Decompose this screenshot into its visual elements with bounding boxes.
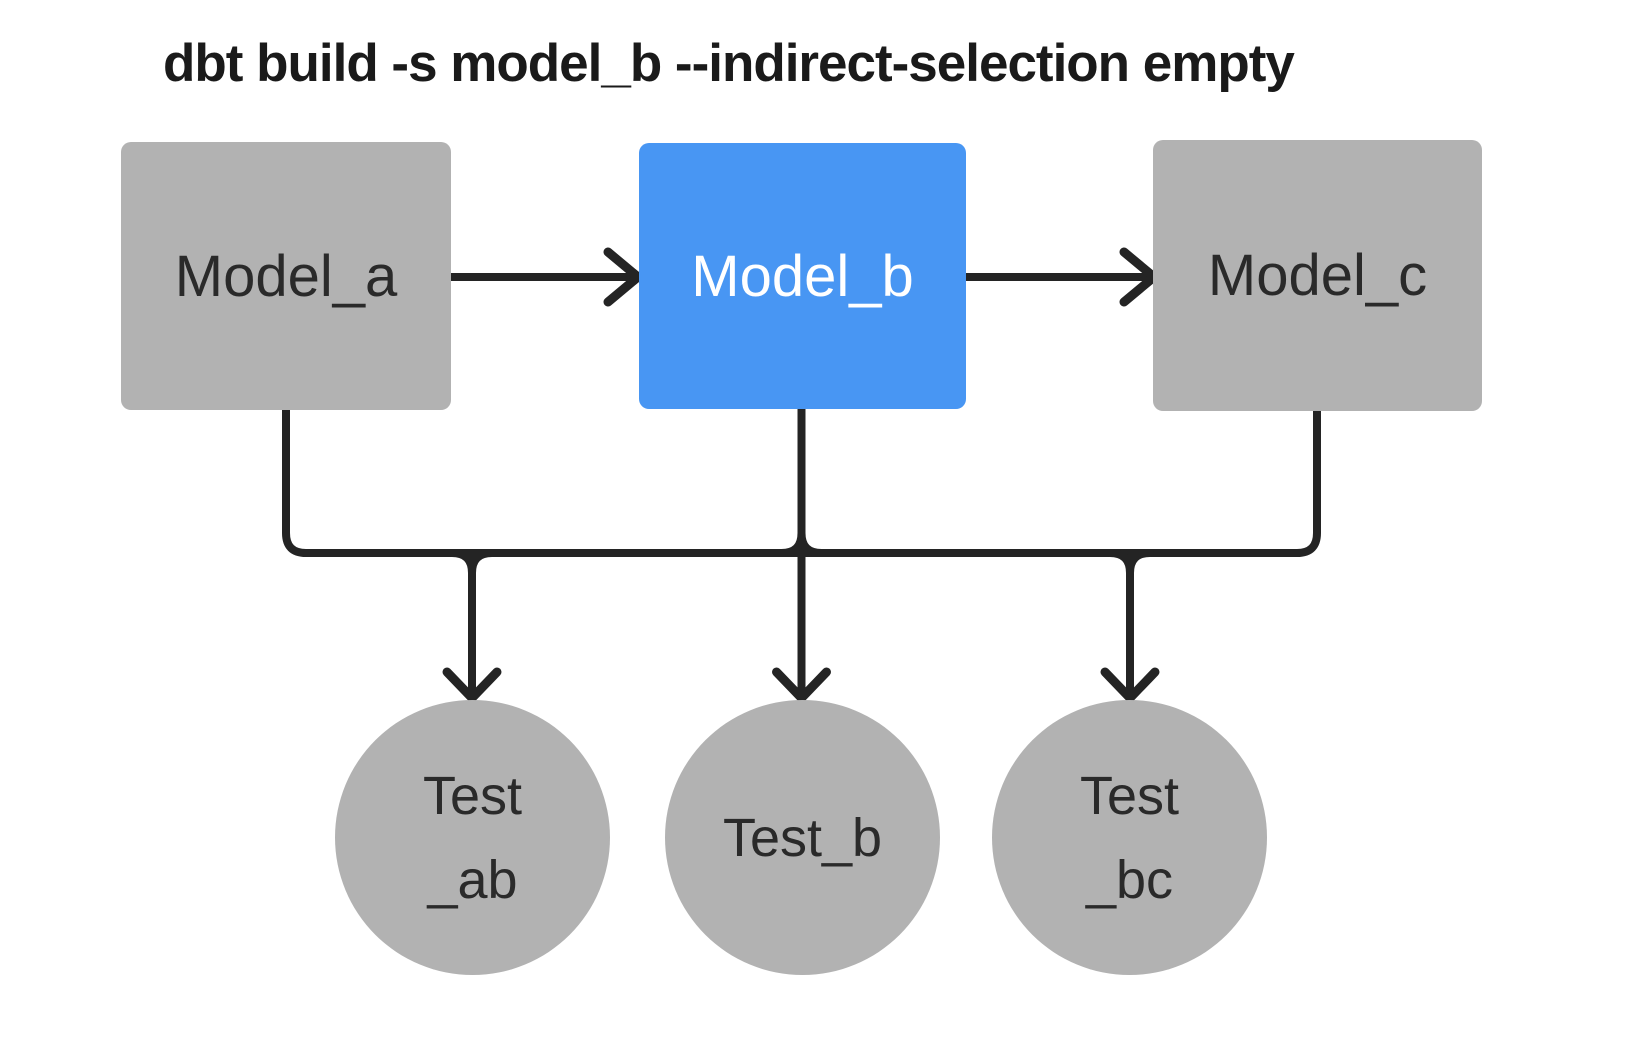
junction-fillet-test-bc	[1106, 549, 1154, 577]
test-ab-label-line2: _ab	[427, 849, 518, 910]
test-ab-node: Test _ab	[335, 700, 610, 975]
junction-fillet-model-b	[777, 529, 826, 557]
model-b-node-selected: Model_b	[639, 143, 966, 409]
arrowhead-test-bc-icon	[1100, 667, 1160, 703]
test-ab-label-line1: Test	[422, 765, 523, 826]
junction-fillet-test-ab	[448, 549, 496, 577]
model-a-node: Model_a	[121, 142, 451, 410]
command-title: dbt build -s model_b --indirect-selectio…	[163, 34, 1295, 93]
model-a-label: Model_a	[174, 243, 398, 309]
arrowhead-model-b-icon	[603, 247, 643, 307]
test-b-label-line1: Test_b	[722, 807, 883, 868]
test-bc-node: Test _bc	[992, 700, 1267, 975]
test-bc-label-line1: Test	[1079, 765, 1180, 826]
arrowhead-test-b-icon	[772, 667, 831, 703]
model-c-label: Model_c	[1207, 243, 1428, 308]
model-c-node: Model_c	[1153, 140, 1482, 411]
model-b-label: Model_b	[691, 243, 914, 309]
test-bc-label-line2: _bc	[1085, 849, 1174, 910]
test-b-node: Test_b	[665, 700, 940, 975]
arrowhead-test-ab-icon	[442, 667, 502, 703]
